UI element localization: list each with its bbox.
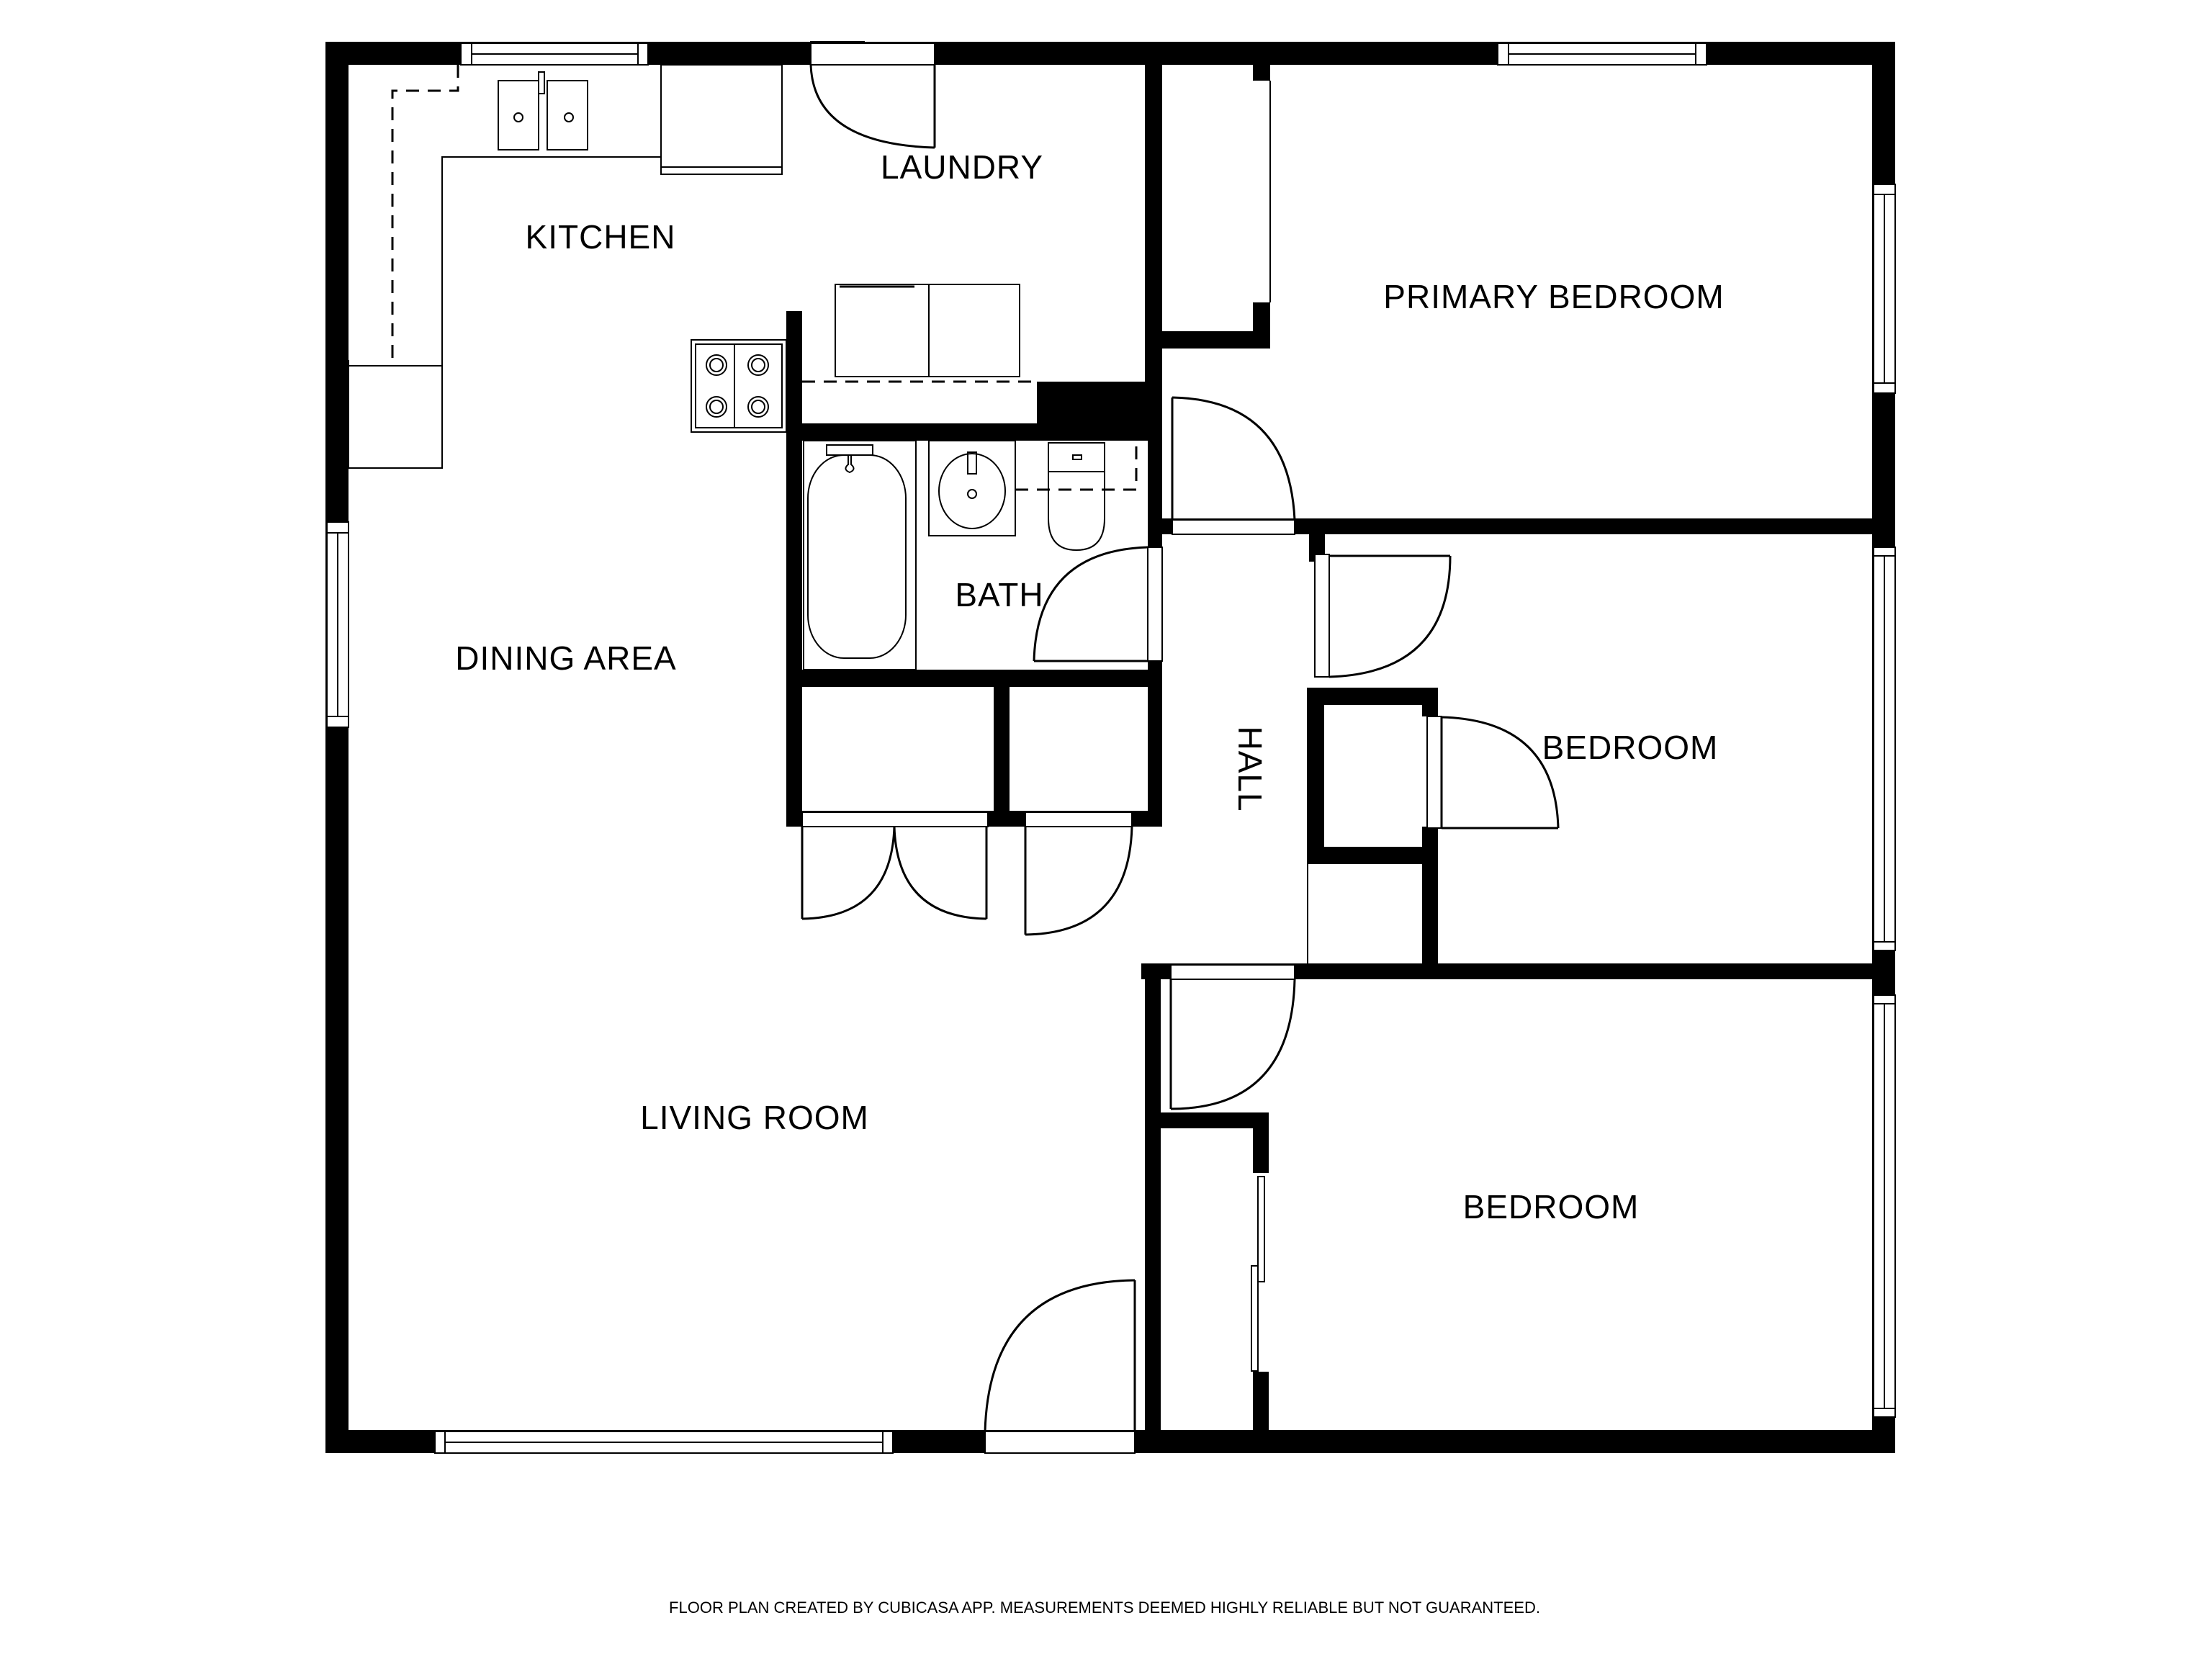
window-primary-top — [1497, 42, 1707, 66]
toilet-icon — [1015, 442, 1138, 552]
door-entry[interactable] — [984, 1279, 1136, 1454]
window-bedroom2-right — [1873, 547, 1896, 951]
door-laundry[interactable] — [809, 41, 936, 149]
bath-fixtures — [803, 440, 1138, 670]
bathtub-icon — [803, 440, 917, 670]
room-labels: KITCHEN LAUNDRY PRIMARY BEDROOM BATH DIN… — [455, 148, 1724, 1226]
door-bedroom2-closet[interactable] — [1426, 716, 1560, 830]
bathroom-sink-icon — [928, 440, 1016, 536]
room-label-kitchen: KITCHEN — [526, 218, 676, 256]
window-primary-right — [1873, 184, 1896, 394]
door-bedroom3-closet-sliding[interactable] — [1251, 1173, 1269, 1372]
doors — [801, 41, 1560, 1454]
room-label-bedroom-3: BEDROOM — [1463, 1188, 1640, 1226]
hall-lines — [1269, 81, 1308, 963]
windows — [326, 42, 1896, 1454]
room-label-bedroom-2: BEDROOM — [1542, 729, 1719, 766]
room-label-primary-bedroom: PRIMARY BEDROOM — [1383, 278, 1724, 315]
door-closet-single[interactable] — [1024, 811, 1133, 936]
kitchen-fixtures — [348, 64, 1037, 469]
door-bedroom2[interactable] — [1314, 554, 1452, 678]
window-dining-left — [326, 521, 349, 728]
window-bedroom3-right — [1873, 994, 1896, 1418]
room-label-dining-area: DINING AREA — [455, 639, 677, 677]
door-bath[interactable] — [1033, 546, 1163, 662]
double-sink-icon — [498, 71, 588, 150]
room-label-living-room: LIVING ROOM — [640, 1099, 869, 1136]
window-living-bottom — [434, 1431, 894, 1454]
window-kitchen — [460, 42, 649, 66]
dishwasher-icon — [660, 64, 783, 175]
room-label-hall: HALL — [1231, 726, 1269, 811]
door-linen-double[interactable] — [801, 811, 989, 920]
washer-dryer-icon — [835, 284, 1020, 377]
range-icon — [691, 339, 787, 433]
footer-disclaimer: FLOOR PLAN CREATED BY CUBICASA APP. MEAS… — [669, 1599, 1540, 1617]
interior-walls — [786, 65, 1895, 1453]
door-primary-bedroom[interactable] — [1171, 396, 1296, 535]
door-bedroom3[interactable] — [1169, 964, 1296, 1110]
room-label-bath: BATH — [955, 576, 1043, 613]
room-label-laundry: LAUNDRY — [881, 148, 1043, 186]
